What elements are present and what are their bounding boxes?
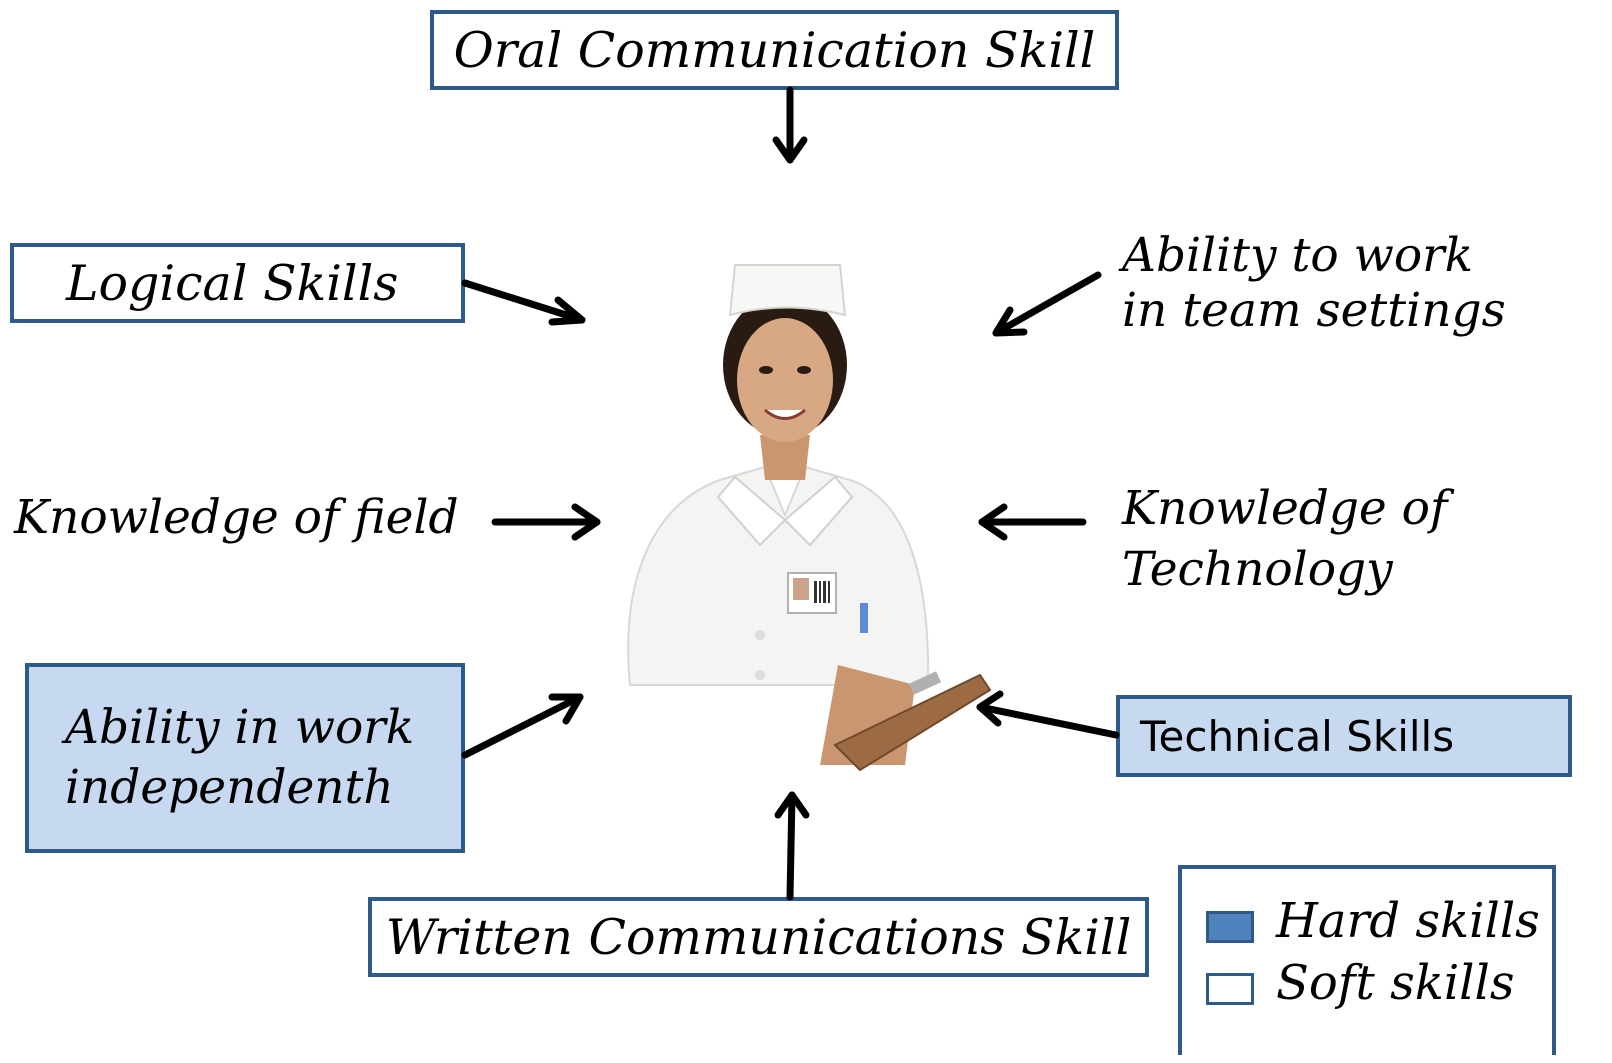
technical-skills-label: Technical Skills [1140, 711, 1455, 761]
written-communication-box: Written Communications Skill [368, 897, 1149, 977]
soft-skills-swatch [1206, 973, 1254, 1005]
knowledge-technology-text: Knowledge of Technology [1122, 478, 1447, 600]
technical-skills-box: Technical Skills [1116, 695, 1572, 777]
hard-skills-legend-label: Hard skills [1276, 893, 1540, 949]
arrow-team [992, 271, 1102, 337]
arrow-logical [461, 279, 586, 324]
arrow-technical [976, 703, 1120, 739]
arrow-independent [461, 693, 584, 759]
oral-communication-label: Oral Communication Skill [453, 21, 1096, 79]
written-communication-label: Written Communications Skill [385, 908, 1132, 966]
knowledge-technology-line2: Technology [1122, 542, 1393, 598]
hard-skills-swatch [1206, 911, 1254, 943]
team-work-text: Ability to work in team settings [1122, 228, 1506, 339]
logical-skills-label: Logical Skills [66, 254, 399, 312]
knowledge-field-text: Knowledge of field [14, 490, 459, 545]
oral-communication-box: Oral Communication Skill [430, 10, 1119, 90]
team-work-line1: Ability to work [1122, 228, 1474, 283]
knowledge-field-label: Knowledge of field [14, 490, 459, 545]
work-independently-line1: Ability in work [65, 699, 415, 755]
knowledge-technology-line1: Knowledge of [1122, 481, 1448, 536]
arrow-written [786, 791, 796, 901]
logical-skills-box: Logical Skills [10, 243, 465, 323]
nurse-illustration [627, 264, 992, 772]
team-work-line2: in team settings [1122, 283, 1506, 339]
work-independently-box: Ability in work independenth [25, 663, 465, 853]
work-independently-line2: independenth [65, 760, 394, 815]
legend [1178, 865, 1556, 1055]
soft-skills-legend-label: Soft skills [1276, 955, 1515, 1011]
